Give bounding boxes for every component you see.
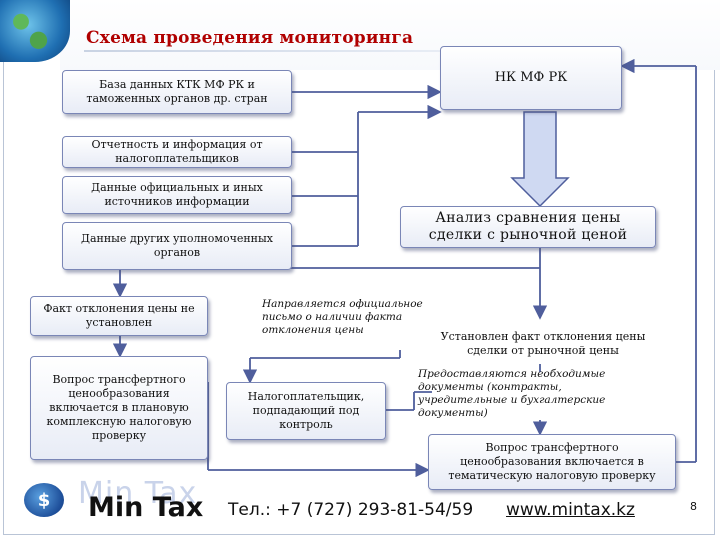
arrow-nk-to-analysis — [512, 112, 568, 206]
contact-phone: Тел.: +7 (727) 293-81-54/59 — [228, 500, 473, 520]
mintax-logo-icon: $ — [24, 483, 64, 517]
node-not-established: Факт отклонения цены не установлен — [30, 296, 208, 336]
node-reports: Отчетность и информация от налогоплатель… — [62, 136, 292, 168]
page-number: 8 — [690, 500, 697, 513]
company-logo-text: Min Tax — [88, 492, 203, 523]
label-deviation-established: Установлен факт отклонения цены сделки о… — [424, 330, 662, 358]
website-link[interactable]: www.mintax.kz — [506, 500, 635, 520]
node-thematic-check: Вопрос трансфертного ценообразования вкл… — [428, 434, 676, 490]
label-documents: Предоставляются необходимые документы (к… — [418, 368, 642, 420]
node-taxpayer: Налогоплательщик, подпадающий под контро… — [226, 382, 386, 440]
node-analysis: Анализ сравнения цены сделки с рыночной … — [400, 206, 656, 248]
node-official-data: Данные официальных и иных источников инф… — [62, 176, 292, 214]
node-nk-mf-rk: НК МФ РК — [440, 46, 622, 110]
node-planned-check: Вопрос трансфертного ценообразования вкл… — [30, 356, 208, 460]
node-other-agencies: Данные других уполномоченных органов — [62, 222, 292, 270]
node-database: База данных КТК МФ РК и таможенных орган… — [62, 70, 292, 114]
